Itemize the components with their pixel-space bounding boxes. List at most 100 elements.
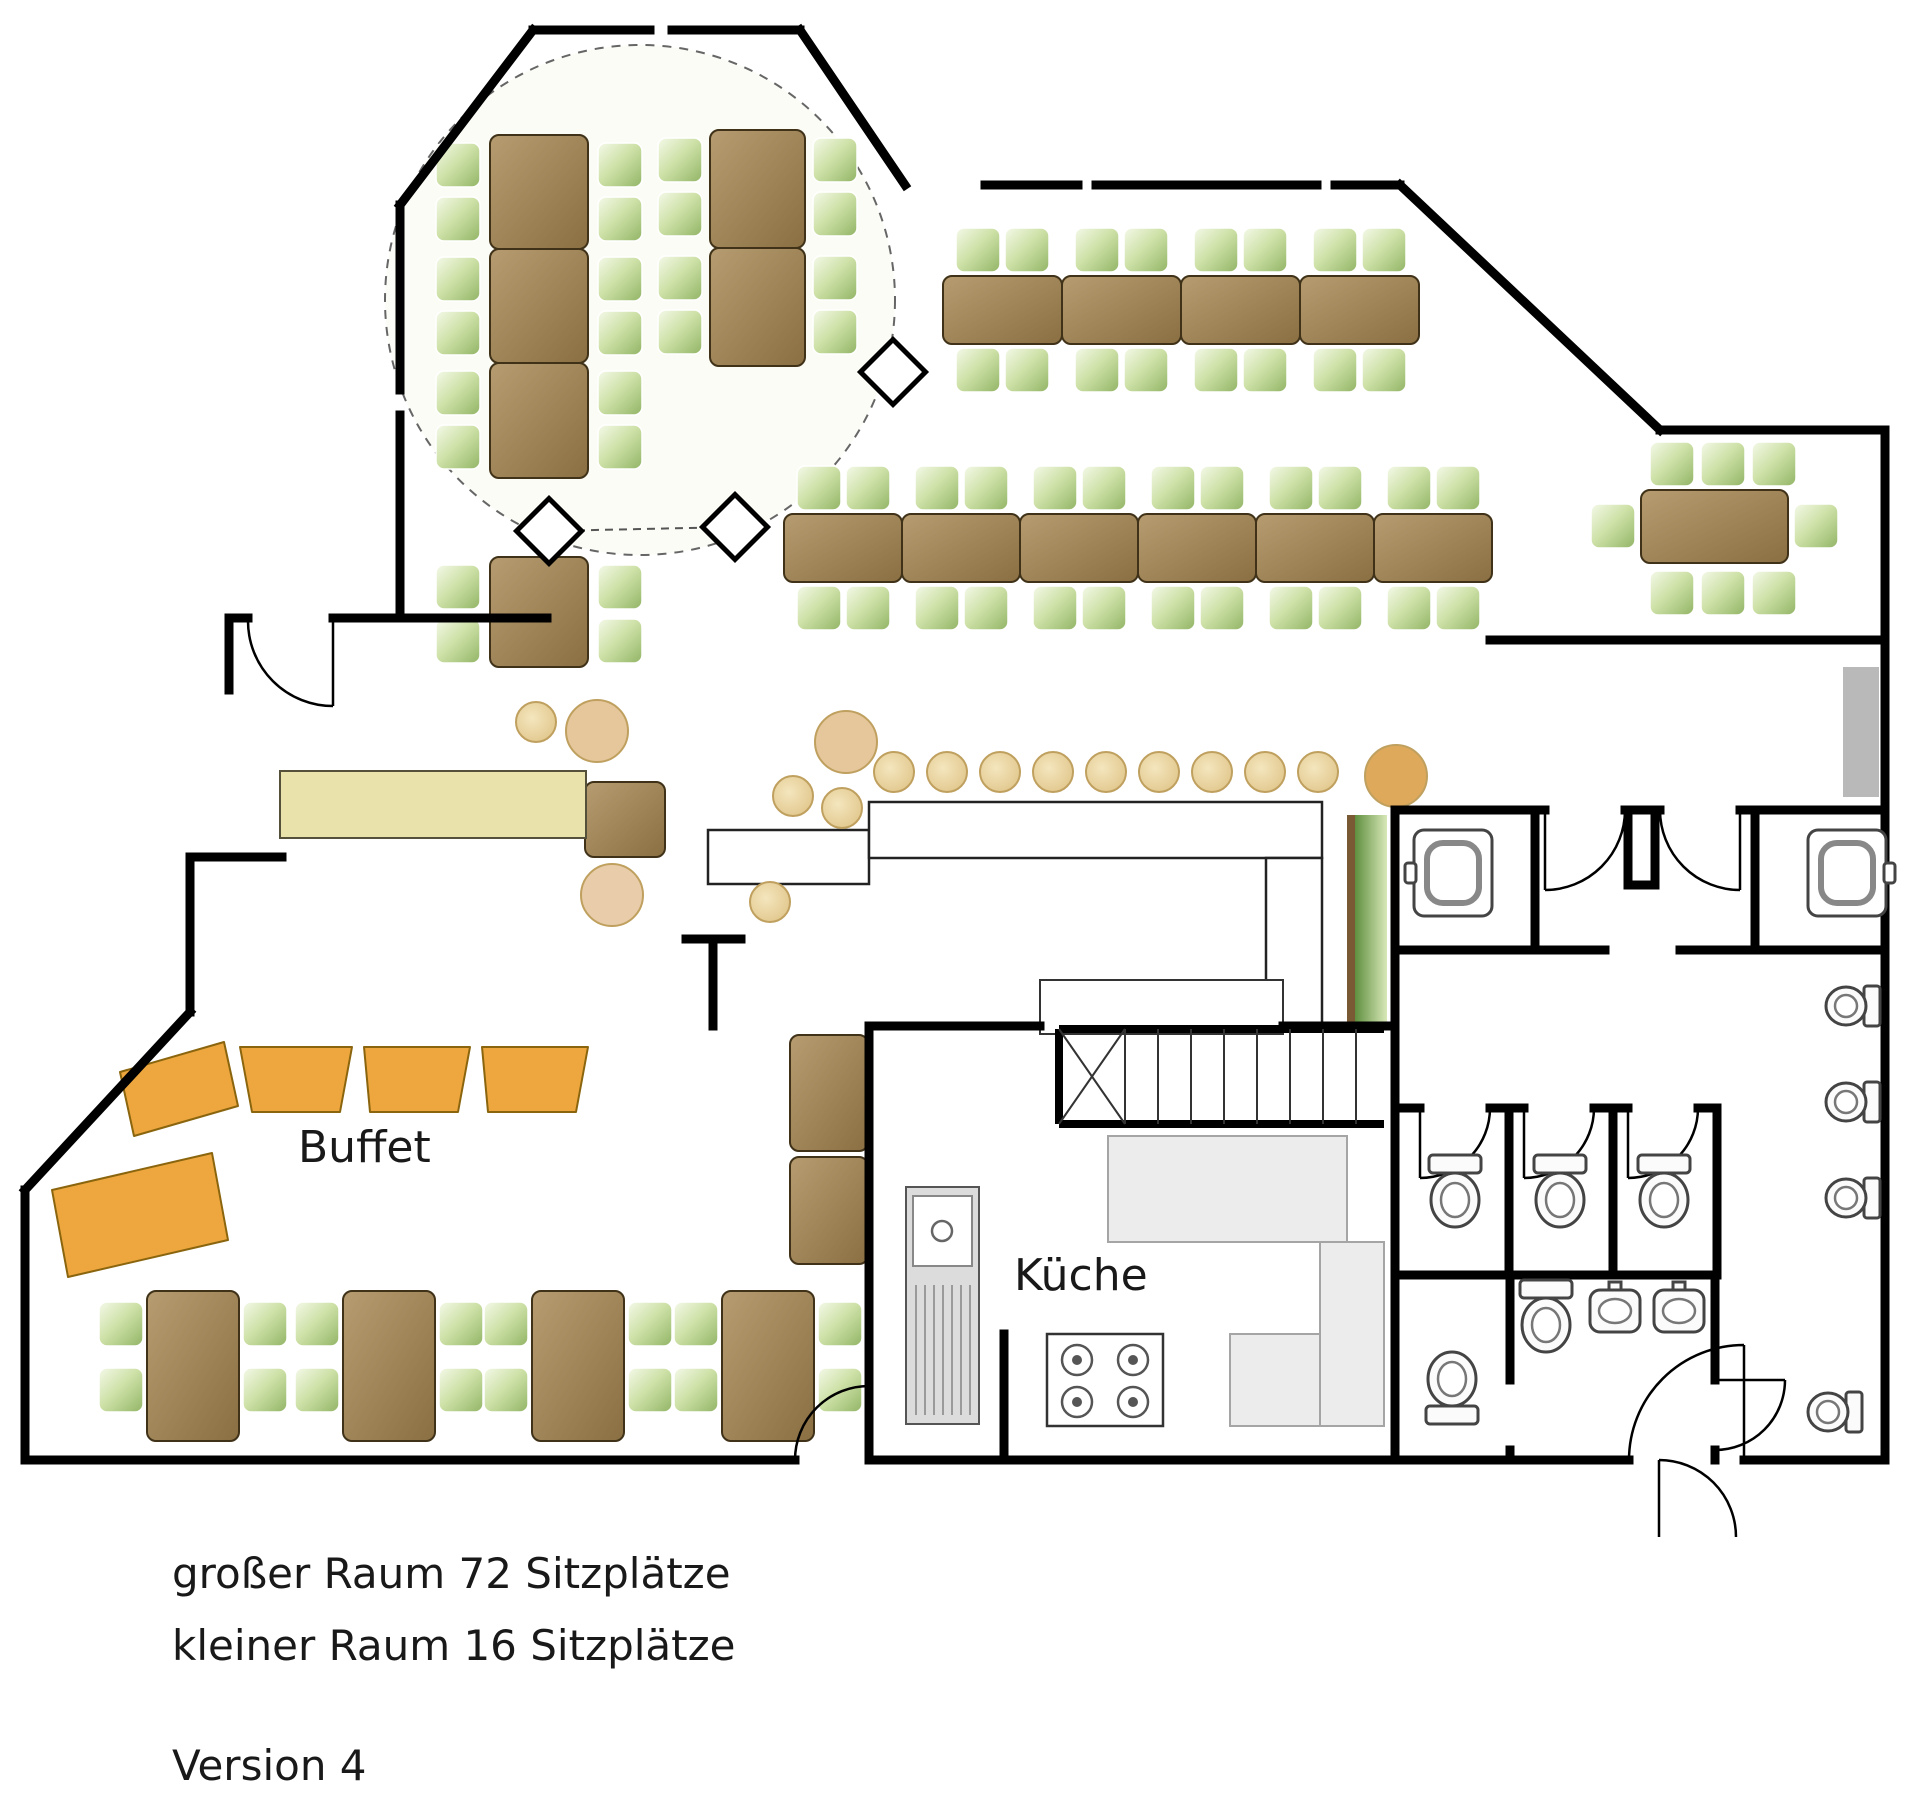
- chair: [1361, 227, 1407, 273]
- bar-stool: [749, 881, 791, 923]
- chair: [1193, 347, 1239, 393]
- table: [709, 129, 806, 249]
- chair: [1123, 347, 1169, 393]
- chair: [1074, 227, 1120, 273]
- kitchen-counter-side: [1319, 1241, 1385, 1427]
- chair: [796, 465, 842, 511]
- chair: [1268, 465, 1314, 511]
- chair: [1123, 227, 1169, 273]
- chair: [1312, 227, 1358, 273]
- table: [531, 1290, 625, 1442]
- chair: [627, 1367, 673, 1413]
- table: [942, 275, 1063, 345]
- stairs: [1055, 1025, 1384, 1128]
- bar-stool: [979, 751, 1021, 793]
- table: [901, 513, 1021, 583]
- table: [1019, 513, 1139, 583]
- toilet-icon: [1824, 1176, 1882, 1220]
- chair: [597, 196, 643, 242]
- chair: [817, 1301, 863, 1347]
- plant-icon: [1347, 815, 1387, 1025]
- table: [1299, 275, 1420, 345]
- chair: [914, 465, 960, 511]
- bar-counter-top: [867, 800, 1324, 860]
- chair: [435, 370, 481, 416]
- labels: Buffet Küche großer Raum 72 Sitzplätze k…: [172, 1122, 1148, 1790]
- radiator: [1843, 667, 1879, 797]
- chair: [597, 370, 643, 416]
- chair: [963, 465, 1009, 511]
- bar-stool: [814, 710, 878, 774]
- column-post: [512, 494, 586, 568]
- bar-stool: [580, 863, 644, 927]
- chair: [435, 196, 481, 242]
- chair: [435, 618, 481, 664]
- bar-stool: [1364, 744, 1428, 808]
- chair: [438, 1367, 484, 1413]
- chair: [1649, 570, 1695, 616]
- table: [709, 247, 806, 367]
- chair: [294, 1367, 340, 1413]
- kitchen-counter-bottom: [1229, 1333, 1321, 1427]
- chair: [1242, 227, 1288, 273]
- toilet-icon: [1806, 1390, 1864, 1434]
- chair: [1074, 347, 1120, 393]
- chair: [1242, 347, 1288, 393]
- washbasin-icon: [1405, 830, 1492, 916]
- buffet-serving-table: [481, 1046, 589, 1113]
- chair: [1649, 441, 1695, 487]
- table: [489, 134, 589, 250]
- chair: [812, 191, 858, 237]
- chair: [657, 137, 703, 183]
- toilet-icon: [1518, 1278, 1574, 1354]
- stove-icon: [1045, 1332, 1165, 1428]
- chair: [1435, 585, 1481, 631]
- chair: [1361, 347, 1407, 393]
- chair: [1199, 465, 1245, 511]
- chair: [98, 1367, 144, 1413]
- chair: [435, 424, 481, 470]
- chair: [657, 191, 703, 237]
- bar-stool: [1085, 751, 1127, 793]
- washbasin-icon: [1808, 830, 1895, 916]
- bathroom-fixtures: [1405, 830, 1895, 1434]
- toilet-icon: [1532, 1153, 1588, 1229]
- chair: [597, 564, 643, 610]
- chair: [812, 255, 858, 301]
- bar-counter-left-arm: [706, 828, 871, 886]
- chair: [1317, 465, 1363, 511]
- column-post: [698, 490, 772, 564]
- chair: [1312, 347, 1358, 393]
- service-tables-layer: [584, 781, 869, 1265]
- chair: [796, 585, 842, 631]
- stools-layer: [515, 699, 1428, 927]
- table: [1061, 275, 1182, 345]
- chair: [845, 465, 891, 511]
- table: [489, 248, 589, 364]
- note-version: Version 4: [172, 1741, 367, 1790]
- chair: [1751, 570, 1797, 616]
- chair: [1004, 227, 1050, 273]
- toilet-icon: [1824, 984, 1882, 1028]
- chair: [673, 1367, 719, 1413]
- chair: [597, 142, 643, 188]
- chair: [955, 227, 1001, 273]
- chair: [1199, 585, 1245, 631]
- chair: [1793, 503, 1839, 549]
- table: [1180, 275, 1301, 345]
- chair: [1081, 465, 1127, 511]
- bar-stool: [565, 699, 629, 763]
- kitchen-counter-main: [1107, 1135, 1348, 1243]
- chair: [914, 585, 960, 631]
- tables-layer: [146, 129, 1789, 1442]
- chair: [1150, 585, 1196, 631]
- toilet-icon: [1824, 1080, 1882, 1124]
- column-posts: [512, 335, 930, 568]
- chair: [1386, 465, 1432, 511]
- chair: [1004, 347, 1050, 393]
- toilet-icon: [1427, 1153, 1483, 1229]
- sink-icon: [1652, 1280, 1706, 1334]
- chair: [963, 585, 1009, 631]
